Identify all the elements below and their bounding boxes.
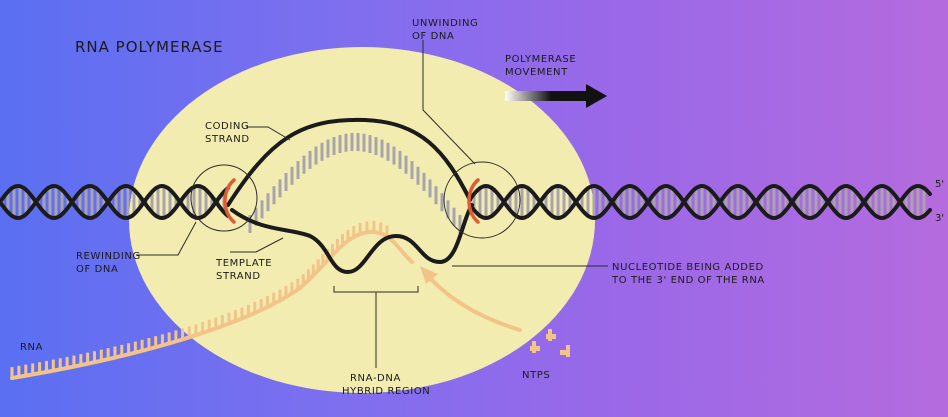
unwinding-label: UNWINDING OF DNA [412,18,482,42]
movement-arrow-head [586,84,607,108]
ntps-label: NTPS [522,370,550,381]
nucleotide-added-label: NUCLEOTIDE BEING ADDED TO THE 3' END OF … [611,262,768,286]
strand-end-5-label: 5' [935,179,944,190]
nucleotide-added-label-line2: TO THE 3' END OF THE RNA [611,275,765,286]
coding-strand-label-line2: STRAND [205,134,250,145]
rna-dna-hybrid-label-line2: HYBRID REGION [342,386,430,397]
rna-dna-hybrid-label-line1: RNA-DNA [350,373,401,384]
polymerase-movement-label-line2: MOVEMENT [505,67,568,78]
unwinding-label-line1: UNWINDING [412,18,478,29]
coding-strand-label-line1: CODING [205,121,249,132]
template-strand-label-line1: TEMPLATE [215,258,272,269]
diagram-title: RNA POLYMERASE [75,38,224,56]
rewinding-label-line1: REWINDING [76,251,141,262]
nucleotide-added-label-line1: NUCLEOTIDE BEING ADDED [612,262,764,273]
polymerase-movement-label-line1: POLYMERASE [505,54,576,65]
unwinding-label-line2: OF DNA [412,31,454,42]
strand-end-3-label: 3' [935,213,944,224]
rewinding-label-line2: OF DNA [76,264,118,275]
polymerase-movement-label: POLYMERASE MOVEMENT [505,54,580,78]
template-strand-label-line2: STRAND [216,271,261,282]
rewinding-label: REWINDING OF DNA [76,251,145,275]
movement-arrow-shaft [505,91,589,101]
rna-label: RNA [20,342,43,353]
